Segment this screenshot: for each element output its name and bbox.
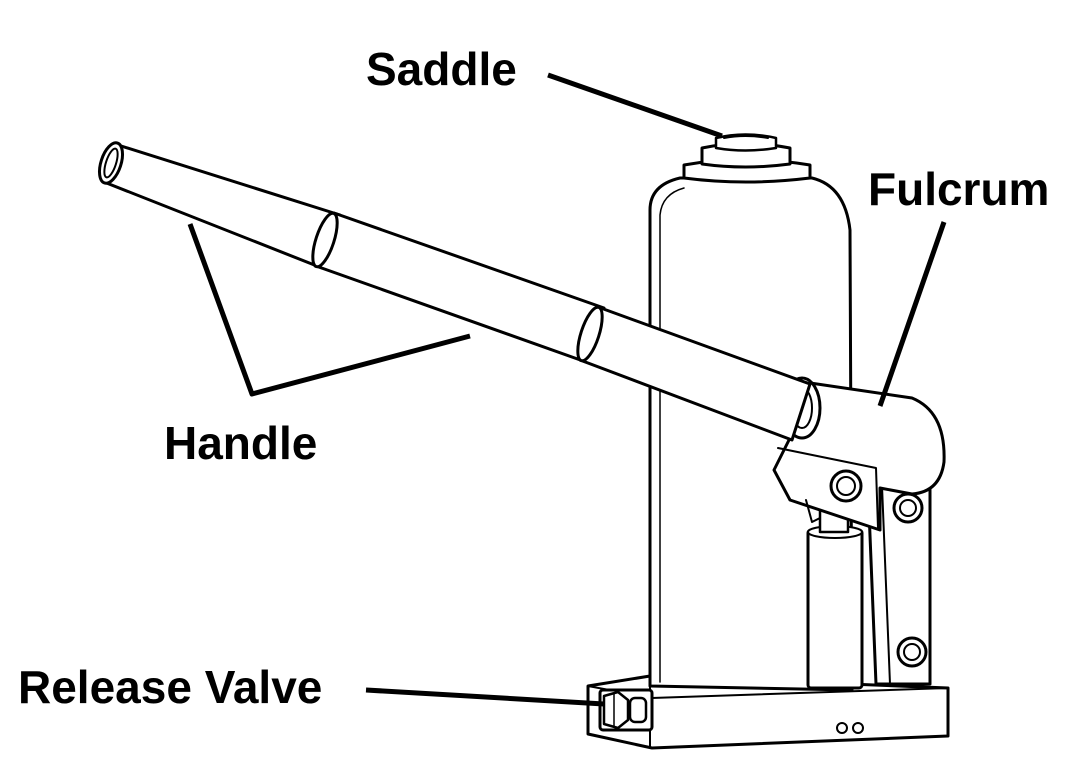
handle-label: Handle [164,417,318,469]
base-hole-icon [852,722,864,734]
release-valve-leader-line [365,687,605,707]
saddle [682,133,812,184]
cylinder-body [648,176,854,692]
fulcrum-label: Fulcrum [868,163,1050,215]
handle [97,141,812,442]
base-hole-icon [836,722,848,734]
leader-lines [187,72,947,707]
saddle-label: Saddle [366,43,517,95]
release-valve [598,688,654,732]
saddle-leader-line [547,72,723,139]
link-bar [866,484,932,686]
handle-leader-line [187,223,471,397]
release-valve-label: Release Valve [18,661,323,713]
fulcrum-leader-line [877,221,947,407]
pump-cylinder [806,498,864,690]
